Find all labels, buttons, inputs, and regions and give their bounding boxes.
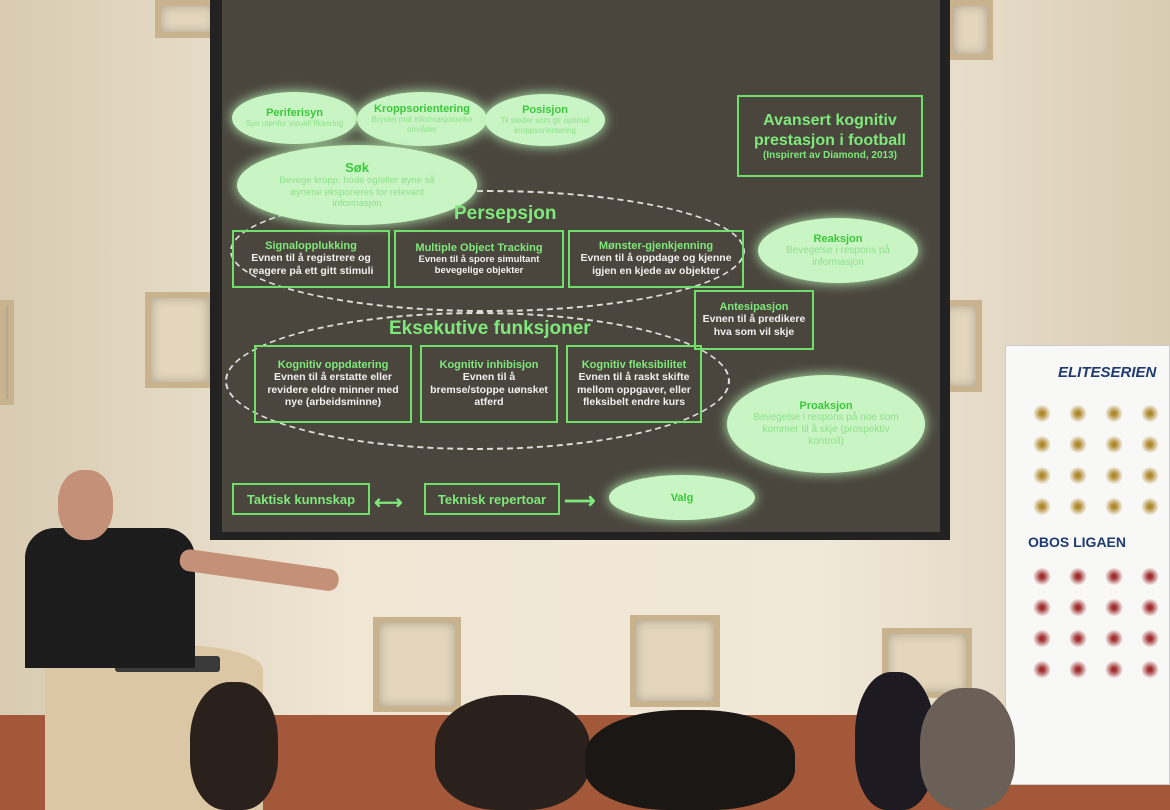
box-desc: Evnen til å predikere hva som vil skje bbox=[702, 313, 806, 338]
box-title: Kognitiv oppdatering bbox=[277, 359, 389, 372]
oval-title: Valg bbox=[670, 491, 694, 504]
wall-niche bbox=[373, 617, 461, 712]
eliteserien-logo: ELITESERIEN bbox=[1058, 364, 1157, 381]
box-desc: Evnen til å bremse/stoppe uønsket atferd bbox=[430, 371, 548, 409]
oval-valg: Valg bbox=[609, 475, 755, 520]
oval-title: Proaksjon bbox=[799, 400, 853, 412]
audience-head bbox=[585, 710, 795, 810]
box-title: Antesipasjon bbox=[719, 301, 789, 314]
box-title: Taktisk kunnskap bbox=[246, 491, 356, 507]
presenter-body bbox=[25, 528, 195, 668]
obos-ligaen-logo: OBOS LIGAEN bbox=[1028, 534, 1127, 550]
oval-title: Periferisyn bbox=[266, 107, 323, 120]
wall-niche bbox=[155, 0, 220, 38]
wall-niche bbox=[0, 300, 14, 405]
box-taktisk: Taktisk kunnskap bbox=[232, 483, 370, 515]
slide-title: Avansert kognitiv prestasjon i football bbox=[753, 112, 906, 149]
sponsor-banner: ELITESERIEN OBOS LIGAEN bbox=[1005, 345, 1170, 785]
oval-title: Posisjon bbox=[522, 104, 568, 117]
perception-group-outline bbox=[230, 190, 745, 312]
box-title: Signalopplukking bbox=[265, 240, 357, 253]
audience-head bbox=[920, 688, 1015, 810]
oval-title: Søk bbox=[345, 160, 369, 176]
wall-niche bbox=[145, 292, 215, 388]
perception-heading: Persepsjon bbox=[454, 203, 557, 224]
wall-niche bbox=[630, 615, 720, 707]
oval-desc: Bevegelse i respons på informasjon bbox=[786, 244, 890, 268]
oval-desc: Til steder som gir optimal kroppsoriente… bbox=[500, 116, 590, 135]
box-desc: Evnen til å registrere og reagere på ett… bbox=[248, 252, 374, 277]
club-crests bbox=[1024, 398, 1164, 523]
box-title: Multiple Object Tracking bbox=[415, 241, 543, 254]
slide-title-box: Avansert kognitiv prestasjon i football … bbox=[737, 95, 923, 177]
slide-subtitle: (Inspirert av Diamond, 2013) bbox=[763, 149, 897, 161]
executive-heading: Eksekutive funksjoner bbox=[389, 318, 591, 339]
executive-group-outline bbox=[225, 312, 730, 450]
box-desc: Evnen til å raskt skifte mellom oppgaver… bbox=[577, 371, 691, 409]
double-arrow-icon: ⟷ bbox=[374, 492, 403, 514]
oval-desc: Bevege kropp, hode og/eller øyne så øyne… bbox=[279, 175, 435, 210]
oval-title: Reaksjon bbox=[813, 232, 863, 245]
box-title: Kognitiv fleksibilitet bbox=[581, 359, 687, 372]
oval-title: Kroppsorientering bbox=[374, 103, 470, 116]
oval-desc: Brystet mot informasjonsrike områder bbox=[371, 115, 473, 134]
wall-niche bbox=[948, 0, 993, 60]
audience-head bbox=[435, 695, 590, 810]
arrow-right-icon: ⟶ bbox=[564, 488, 596, 513]
box-teknisk: Teknisk repertoar bbox=[424, 483, 560, 515]
box-desc: Evnen til å oppdage og kjenne igjen en k… bbox=[580, 252, 732, 277]
box-title: Teknisk repertoar bbox=[437, 491, 547, 507]
box-desc: Evnen til å erstatte eller revidere eldr… bbox=[267, 371, 399, 409]
box-desc: Evnen til å spore simultant bevegelige o… bbox=[418, 253, 540, 276]
club-crests bbox=[1024, 561, 1164, 686]
presenter-head bbox=[58, 470, 113, 540]
box-title: Kognitiv inhibisjon bbox=[439, 359, 539, 372]
box-title: Mønster-gjenkjenning bbox=[598, 240, 714, 253]
audience-head bbox=[190, 682, 278, 810]
oval-desc: Syn utenfor visuell fiksering bbox=[245, 119, 344, 129]
oval-desc: Bevegelse i respons på noe som kommer ti… bbox=[753, 412, 899, 447]
